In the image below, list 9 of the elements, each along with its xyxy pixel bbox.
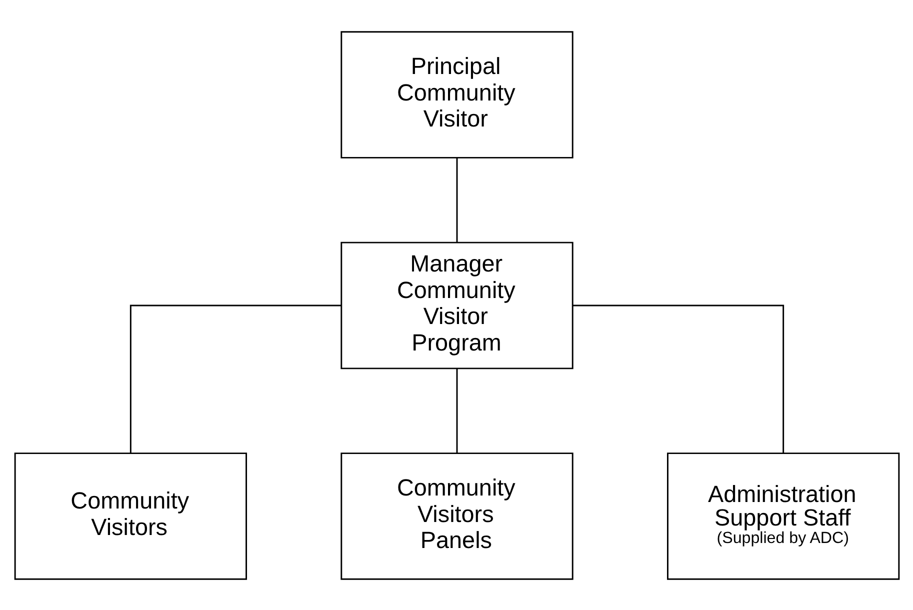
node-box: Principal Community Visitor (340, 30, 573, 158)
node-box: Manager Community Visitor Program (340, 241, 573, 369)
connector (456, 368, 458, 453)
node-box: Administration Support Staff (Supplied by ADC) (666, 452, 900, 580)
connector (456, 158, 458, 242)
node-box: Community Visitors Panels (340, 452, 573, 580)
connector (129, 304, 341, 452)
node-box: Community Visitors (14, 452, 246, 580)
connector (572, 304, 784, 452)
